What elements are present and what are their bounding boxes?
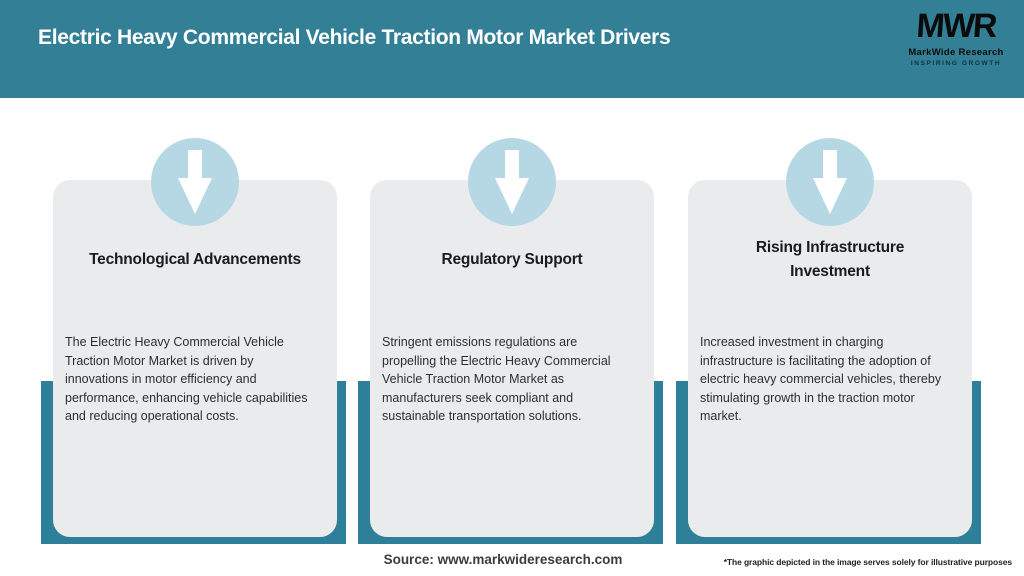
down-arrow-glyph: [495, 150, 529, 214]
source-attribution: Source: www.markwideresearch.com: [383, 552, 623, 567]
header-bar: Electric Heavy Commercial Vehicle Tracti…: [0, 0, 1024, 98]
card-title: Rising Infrastructure Investment: [755, 239, 905, 280]
driver-card-rising-infrastructure-investment: Rising Infrastructure Investment Increas…: [688, 180, 972, 537]
card-body: The Electric Heavy Commercial Vehicle Tr…: [65, 335, 308, 423]
down-arrow-glyph: [178, 150, 212, 214]
card-title: Technological Advancements: [89, 251, 301, 268]
driver-card-regulatory-support: Regulatory Support Stringent emissions r…: [370, 180, 654, 537]
card-body: Increased investment in charging infrast…: [700, 335, 942, 423]
logo-tagline: INSPIRING GROWTH: [910, 60, 1002, 67]
markwide-research-logo: MWR MarkWide Research INSPIRING GROWTH: [896, 6, 1016, 67]
card-body: Stringent emissions regulations are prop…: [382, 335, 611, 423]
down-arrow-icon: [151, 138, 239, 226]
page-title: Electric Heavy Commercial Vehicle Tracti…: [38, 26, 671, 49]
logo-name: MarkWide Research: [908, 47, 1004, 58]
logo-acronym: MWR: [915, 7, 997, 45]
card-title: Regulatory Support: [441, 251, 583, 268]
driver-card-technological-advancements: Technological Advancements The Electric …: [53, 180, 337, 537]
down-arrow-icon: [786, 138, 874, 226]
down-arrow-glyph: [813, 150, 847, 214]
disclaimer-note: *The graphic depicted in the image serve…: [723, 557, 1012, 567]
down-arrow-icon: [468, 138, 556, 226]
